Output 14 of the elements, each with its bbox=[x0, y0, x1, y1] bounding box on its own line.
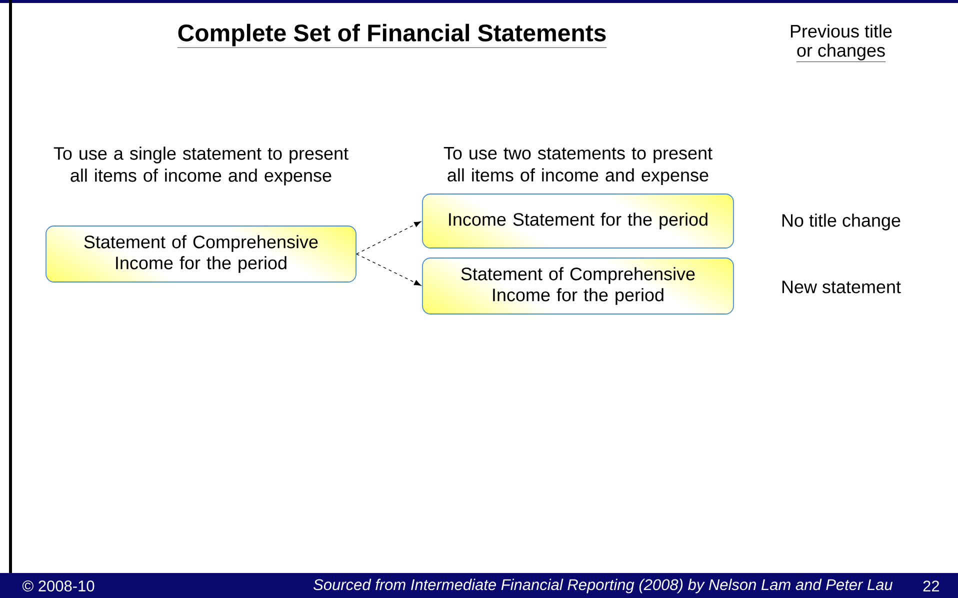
change-note: New statement bbox=[782, 280, 901, 294]
option-heading: To use a single statement to present all items of income and expense bbox=[54, 146, 348, 186]
arrow bbox=[356, 221, 422, 254]
statement-box: Income Statement for the period bbox=[422, 194, 734, 248]
arrow bbox=[356, 254, 422, 286]
column-heading: or changes bbox=[796, 44, 886, 62]
source-text: Sourced from Intermediate Financial Reporting (2008) by Nelson Lam and Peter Lau bbox=[314, 578, 893, 594]
column-heading: Previous title bbox=[790, 24, 892, 38]
statement-box: Statement of Comprehensive Income for the period bbox=[46, 226, 356, 282]
page-number: 22 bbox=[923, 580, 940, 592]
statement-box: Statement of Comprehensive Income for the period bbox=[422, 258, 734, 314]
change-note: No title change bbox=[782, 214, 900, 230]
title: Complete Set of Financial Statements bbox=[177, 24, 607, 48]
copyright-text: © 2008-10 bbox=[22, 580, 94, 592]
